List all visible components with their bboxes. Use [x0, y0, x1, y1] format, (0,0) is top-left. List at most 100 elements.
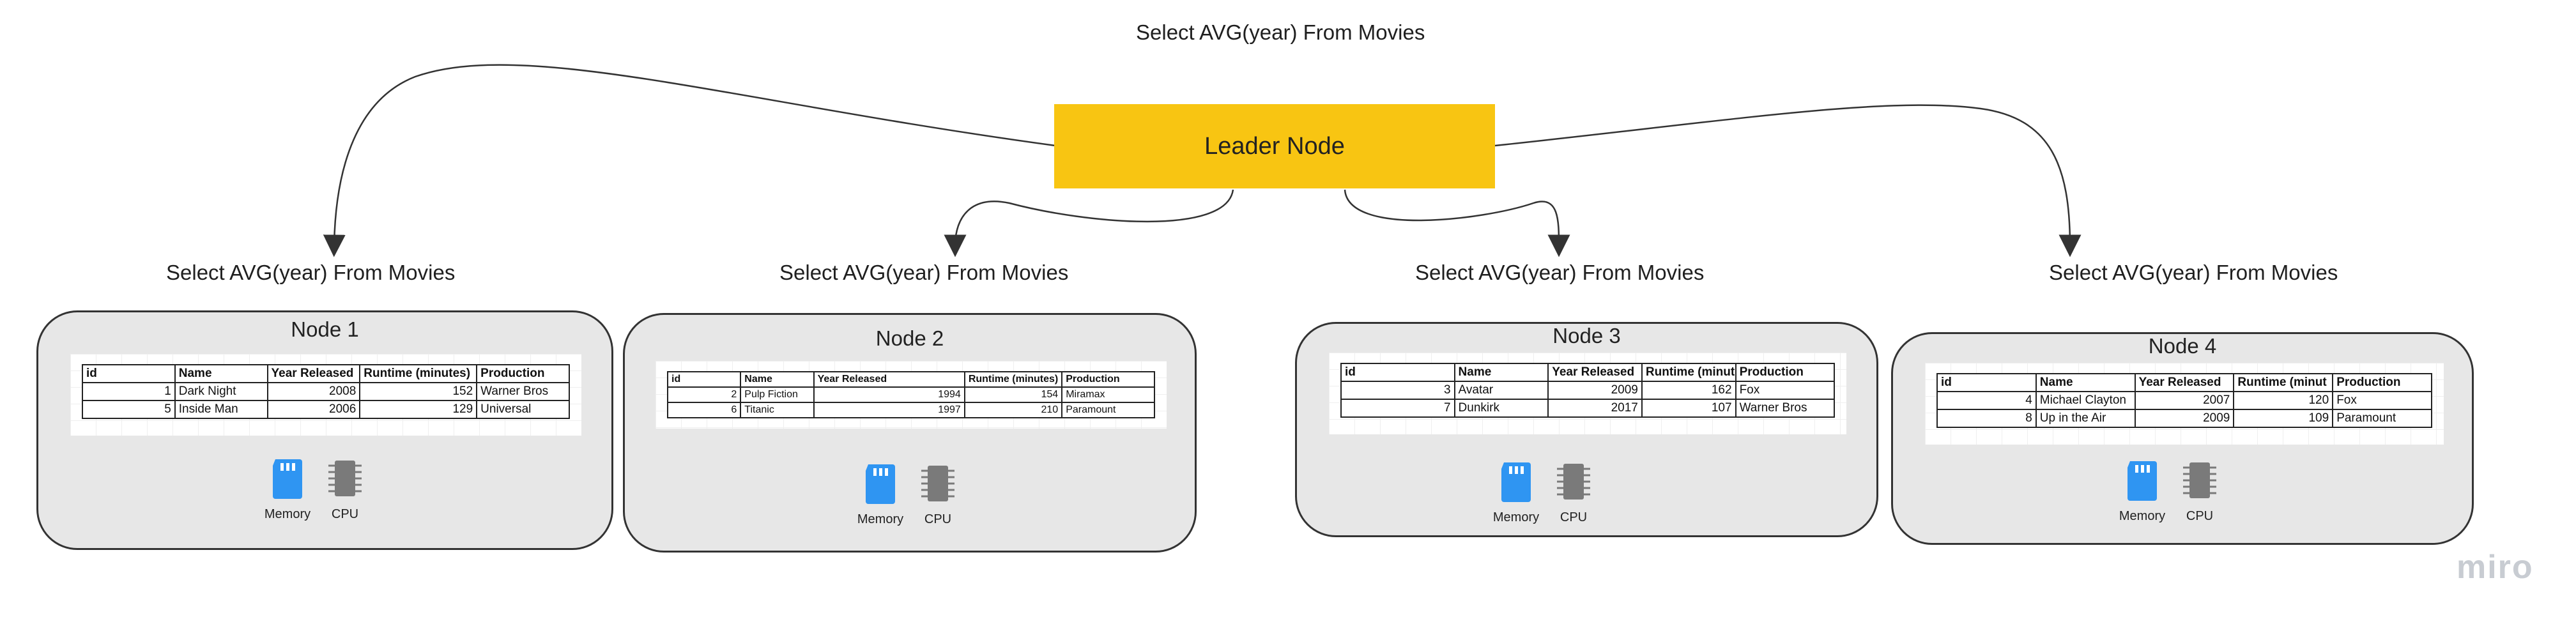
table-cell: 107 — [1641, 399, 1736, 418]
cpu-chip-icon — [328, 461, 362, 496]
table-cell: 3 — [1340, 381, 1455, 400]
table-cell: 2008 — [266, 382, 361, 401]
memory-resource: Memory — [2117, 460, 2168, 524]
table-header-row: id Name Year Released Runtime (minutes) … — [666, 371, 1155, 388]
table-cell: 2 — [666, 386, 742, 403]
cpu-resource: CPU — [1548, 461, 1599, 525]
node-2-resources: Memory CPU — [625, 463, 1195, 540]
memory-label: Memory — [1492, 510, 1540, 524]
node-2[interactable]: Node 2 id Name Year Released Runtime (mi… — [623, 313, 1197, 553]
table-cell: 1 — [82, 382, 176, 401]
table-cell: 152 — [359, 382, 478, 401]
node-1[interactable]: Node 1 id Name Year Released Runtime (mi… — [36, 310, 613, 550]
column-header: Production — [1735, 363, 1836, 382]
table-cell: Warner Bros — [476, 382, 570, 401]
table-cell: Fox — [2332, 391, 2432, 410]
table-cell: 1997 — [813, 402, 965, 418]
table-cell: Titanic — [740, 402, 815, 418]
node-4-query-label: Select AVG(year) From Movies — [2049, 261, 2338, 284]
table-cell: 2007 — [2134, 391, 2235, 410]
node-4[interactable]: Node 4 id Name Year Released Runtime (mi… — [1891, 332, 2474, 545]
cpu-label: CPU — [2186, 509, 2214, 523]
column-header: id — [666, 371, 742, 388]
table-cell: 210 — [963, 402, 1063, 418]
table-cell: Dunkirk — [1453, 399, 1549, 418]
table-cell: 129 — [359, 400, 478, 419]
table-cell: Dark Night — [174, 382, 268, 401]
memory-label: Memory — [857, 512, 904, 526]
node-3-resources: Memory CPU — [1297, 461, 1876, 538]
table-cell: 5 — [82, 400, 176, 419]
cpu-label: CPU — [1560, 510, 1588, 524]
leader-node-label: Leader Node — [1204, 132, 1345, 160]
table-row: 8 Up in the Air 2009 109 Paramount — [1936, 409, 2432, 428]
table-cell: 120 — [2233, 391, 2334, 410]
column-header: Production — [2332, 373, 2432, 392]
node-1-table: id Name Year Released Runtime (minutes) … — [82, 364, 570, 419]
column-header: id — [1340, 363, 1455, 382]
node-3-title: Node 3 — [1552, 324, 1621, 347]
table-cell: 2006 — [266, 400, 361, 419]
column-header: Name — [2035, 373, 2136, 392]
table-cell: Universal — [476, 400, 570, 419]
cpu-label: CPU — [924, 512, 952, 526]
node-2-table: id Name Year Released Runtime (minutes) … — [666, 371, 1155, 418]
cpu-chip-icon — [921, 466, 954, 501]
memory-label: Memory — [2119, 509, 2166, 523]
table-cell: 8 — [1936, 409, 2037, 428]
memory-card-icon — [866, 464, 895, 504]
cpu-resource: CPU — [2174, 460, 2225, 524]
table-cell: Warner Bros — [1735, 399, 1836, 418]
column-header: Year Released — [813, 371, 965, 388]
node-2-query-label: Select AVG(year) From Movies — [779, 261, 1069, 284]
memory-card-icon — [1501, 462, 1531, 502]
column-header: Production — [1061, 371, 1155, 388]
table-row: 4 Michael Clayton 2007 120 Fox — [1936, 391, 2432, 410]
connector-leader-to-node-4 — [1494, 104, 2082, 257]
table-cell: 4 — [1936, 391, 2037, 410]
memory-label: Memory — [264, 507, 311, 521]
column-header: Runtime (minut — [2233, 373, 2334, 392]
node-4-table-sheet: id Name Year Released Runtime (minut Pro… — [1925, 363, 2444, 445]
column-header: Production — [476, 364, 570, 383]
node-2-title: Node 2 — [875, 326, 944, 350]
memory-resource: Memory — [1491, 461, 1542, 525]
table-row: 1 Dark Night 2008 152 Warner Bros — [82, 382, 570, 401]
column-header: Name — [740, 371, 815, 388]
memory-resource: Memory — [855, 463, 906, 527]
column-header: id — [1936, 373, 2037, 392]
table-cell: Miramax — [1061, 386, 1155, 403]
table-cell: 1994 — [813, 386, 965, 403]
column-header: Runtime (minut — [1641, 363, 1736, 382]
table-cell: Paramount — [2332, 409, 2432, 428]
table-cell: 2017 — [1547, 399, 1643, 418]
cpu-chip-icon — [1557, 464, 1590, 500]
table-cell: 7 — [1340, 399, 1455, 418]
table-cell: 109 — [2233, 409, 2334, 428]
cpu-resource: CPU — [319, 458, 371, 522]
node-3-query-label: Select AVG(year) From Movies — [1415, 261, 1705, 284]
table-cell: Up in the Air — [2035, 409, 2136, 428]
connector-leader-to-node-3 — [1344, 189, 1570, 257]
table-header-row: id Name Year Released Runtime (minut Pro… — [1936, 373, 2432, 392]
node-4-resources: Memory CPU — [1893, 460, 2472, 537]
leader-node[interactable]: Leader Node — [1054, 104, 1495, 188]
column-header: Name — [1453, 363, 1549, 382]
cpu-label: CPU — [331, 507, 359, 521]
table-cell: 2009 — [1547, 381, 1643, 400]
node-2-table-sheet: id Name Year Released Runtime (minutes) … — [656, 361, 1167, 429]
table-cell: 2009 — [2134, 409, 2235, 428]
memory-card-icon — [273, 459, 302, 499]
node-4-table: id Name Year Released Runtime (minut Pro… — [1936, 373, 2432, 428]
table-cell: Fox — [1735, 381, 1836, 400]
table-cell: Avatar — [1453, 381, 1549, 400]
column-header: Year Released — [2134, 373, 2235, 392]
miro-logo: miro — [2457, 549, 2534, 586]
node-4-title: Node 4 — [2148, 334, 2217, 358]
column-header: Year Released — [266, 364, 361, 383]
table-cell: Pulp Fiction — [740, 386, 815, 403]
node-3[interactable]: Node 3 id Name Year Released Runtime (mi… — [1295, 322, 1878, 537]
column-header: Runtime (minutes) — [359, 364, 478, 383]
